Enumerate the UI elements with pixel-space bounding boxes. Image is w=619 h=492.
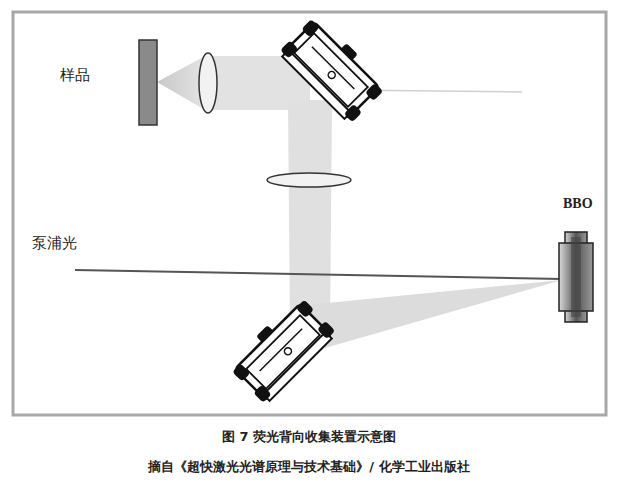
pump-beam [75,270,562,279]
label: 泵浦光 [32,234,77,253]
lens [199,53,217,113]
label: 样品 [60,66,90,85]
sample-plate [139,40,157,125]
label: BBO [563,196,593,212]
bbo-fan [296,280,562,350]
label: 摘自《超快激光光谱原理与技术基础》/ 化学工业出版社 [148,458,469,476]
frame [13,12,606,415]
lens [267,173,351,187]
vertical-beam [288,100,332,330]
bbo-crystal [559,232,593,322]
mirror-mount [226,294,337,405]
caption: 图 7 荧光背向收集装置示意图 [222,428,396,446]
fluorescence-cone [157,56,205,110]
mirror-mount [278,13,389,124]
